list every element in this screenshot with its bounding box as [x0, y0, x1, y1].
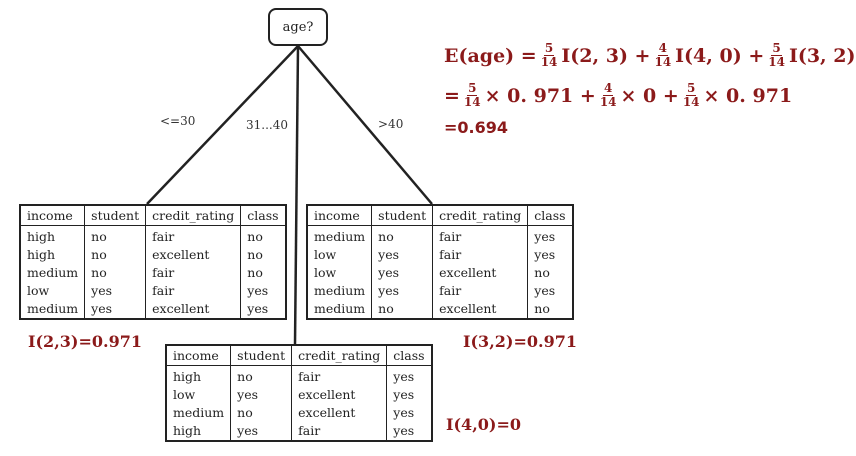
info-label-gt40: I(3,2)=0.971 [463, 332, 577, 351]
col-header: class [240, 205, 286, 226]
col-header: credit_rating [291, 345, 388, 366]
col-header: income [307, 205, 373, 226]
edge-31-40 [293, 45, 300, 345]
col-header: class [386, 345, 432, 366]
entropy-result: =0.694 [444, 118, 509, 137]
col-header: class [527, 205, 573, 226]
edge-gt40 [297, 45, 433, 205]
partition-table-gt40: income student credit_rating class mediu… [306, 204, 574, 320]
info-label-31-40: I(4,0)=0 [446, 415, 521, 434]
col-header: student [371, 205, 434, 226]
col-header: credit_rating [145, 205, 242, 226]
col-header: income [166, 345, 232, 366]
table-header-row: income student credit_rating class [307, 205, 573, 226]
edge-le30 [146, 45, 299, 205]
info-label-le30: I(2,3)=0.971 [28, 332, 142, 351]
branch-label-le30: <=30 [160, 114, 196, 128]
col-header: student [230, 345, 293, 366]
table-header-row: income student credit_rating class [20, 205, 286, 226]
root-node-label: age? [282, 19, 314, 35]
col-header: student [84, 205, 147, 226]
table-header-row: income student credit_rating class [166, 345, 432, 366]
branch-label-gt40: >40 [378, 117, 404, 131]
root-node-age: age? [268, 8, 328, 46]
col-header: credit_rating [432, 205, 529, 226]
col-header: income [20, 205, 86, 226]
branch-label-31-40: 31...40 [246, 118, 288, 132]
